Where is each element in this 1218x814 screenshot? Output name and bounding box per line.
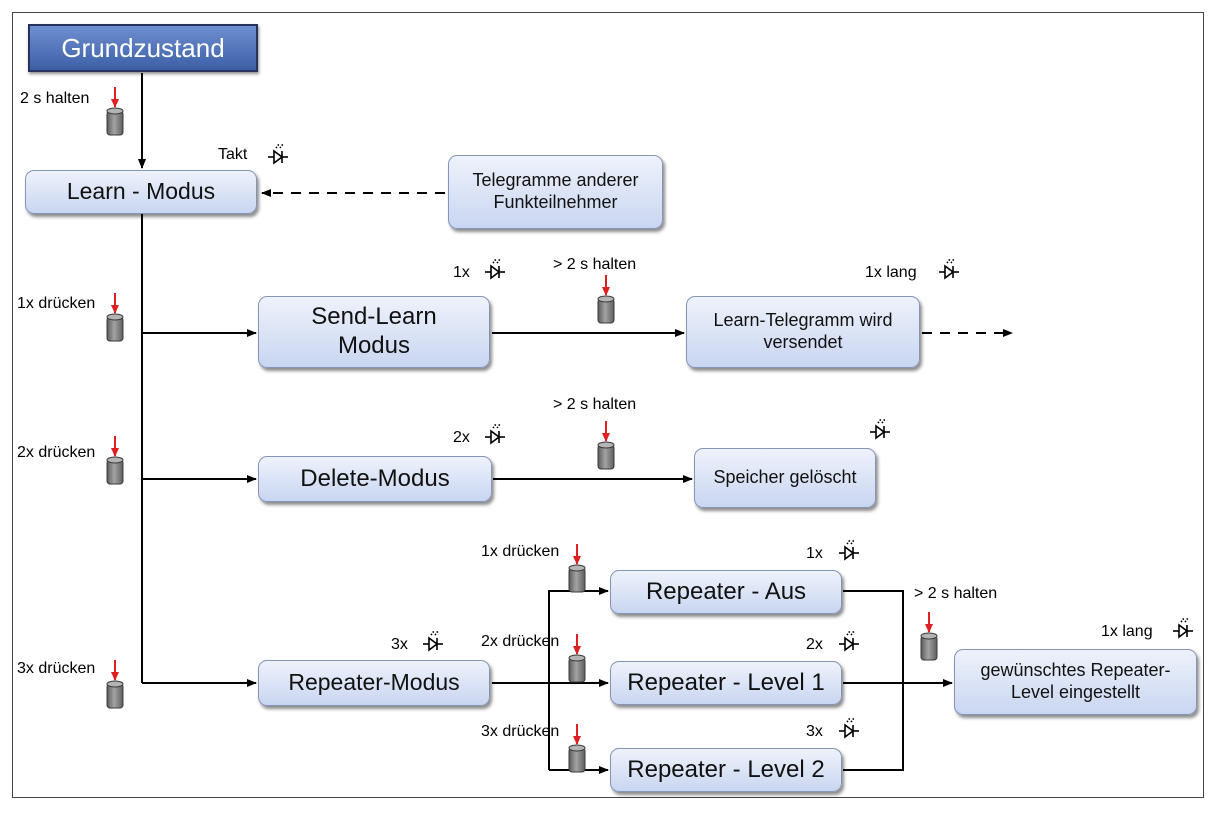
- box-delete-modus: Delete-Modus: [258, 456, 492, 502]
- led-blink-icon: [1172, 617, 1194, 638]
- push-button-icon: [598, 275, 614, 323]
- box-repeater-level-set: gewünschtes Repeater-Level eingestellt: [954, 649, 1197, 715]
- push-button-icon: [921, 612, 937, 660]
- label-press-3x: 3x drücken: [481, 723, 560, 740]
- box-repeater-level1: Repeater - Level 1: [610, 661, 842, 705]
- label-press-1x: 1x drücken: [17, 295, 96, 312]
- push-button-icon: [569, 634, 585, 682]
- led-blink-icon: [267, 143, 289, 164]
- label-long-1x: 1x lang: [1101, 623, 1153, 640]
- push-button-icon: [569, 724, 585, 772]
- label-count-3x: 3x: [806, 723, 823, 740]
- label-press-2x: 2x drücken: [481, 633, 560, 650]
- push-button-icon: [569, 544, 585, 592]
- label-press-1x: 1x drücken: [481, 543, 560, 560]
- label-hold-gt2s: > 2 s halten: [914, 585, 998, 602]
- box-telegramme: Telegramme anderer Funkteilnehmer: [448, 155, 663, 229]
- box-send-learn: Send-Learn Modus: [258, 296, 490, 368]
- label-press-2x: 2x drücken: [17, 444, 96, 461]
- push-button-icon: [107, 660, 123, 708]
- box-learn-modus: Learn - Modus: [25, 170, 257, 214]
- push-button-icon: [598, 421, 614, 469]
- led-blink-icon: [484, 258, 506, 279]
- led-blink-icon: [838, 630, 860, 651]
- label-count-1x: 1x: [453, 264, 470, 281]
- box-speicher: Speicher gelöscht: [694, 448, 876, 508]
- label-hold-gt2s: > 2 s halten: [553, 256, 637, 273]
- label-count-1x: 1x: [806, 545, 823, 562]
- label-count-2x: 2x: [806, 636, 823, 653]
- led-blink-icon: [838, 717, 860, 738]
- box-learn-telegramm: Learn-Telegramm wird versendet: [686, 296, 920, 368]
- diagram-frame: [12, 12, 1204, 798]
- led-blink-icon: [838, 539, 860, 560]
- led-blink-icon: [869, 418, 891, 439]
- push-button-icon: [107, 87, 123, 135]
- led-blink-icon: [484, 423, 506, 444]
- label-hold-2s: 2 s halten: [20, 90, 90, 107]
- label-count-3x: 3x: [391, 636, 408, 653]
- push-button-icon: [107, 436, 123, 484]
- label-press-3x: 3x drücken: [17, 660, 96, 677]
- label-long-1x: 1x lang: [865, 264, 917, 281]
- box-repeater-modus: Repeater-Modus: [258, 660, 490, 706]
- box-repeater-aus: Repeater - Aus: [610, 570, 842, 614]
- led-blink-icon: [938, 258, 960, 279]
- label-takt: Takt: [218, 146, 248, 163]
- label-hold-gt2s: > 2 s halten: [553, 396, 637, 413]
- title-grundzustand: Grundzustand: [28, 24, 258, 72]
- push-button-icon: [107, 293, 123, 341]
- label-count-2x: 2x: [453, 429, 470, 446]
- led-blink-icon: [422, 630, 444, 651]
- box-repeater-level2: Repeater - Level 2: [610, 748, 842, 792]
